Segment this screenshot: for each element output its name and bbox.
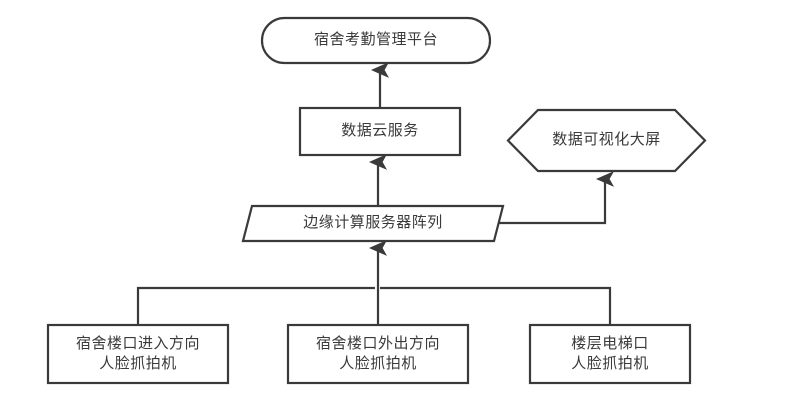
node-shape-cam-out[interactable] [286,323,470,385]
connector-edge-to-bigscreen [498,171,615,225]
node-shape-cam-elevator[interactable] [528,323,692,385]
connector-cam-in-to-bus [136,286,375,325]
connector-cam-elevator-to-bus [380,286,612,325]
node-shape-cam-in[interactable] [46,323,230,385]
node-shape-edge-server[interactable] [241,204,505,243]
node-shape-bigscreen[interactable] [506,108,707,173]
node-shape-platform[interactable] [260,16,492,65]
node-shape-cloud[interactable] [298,106,462,157]
